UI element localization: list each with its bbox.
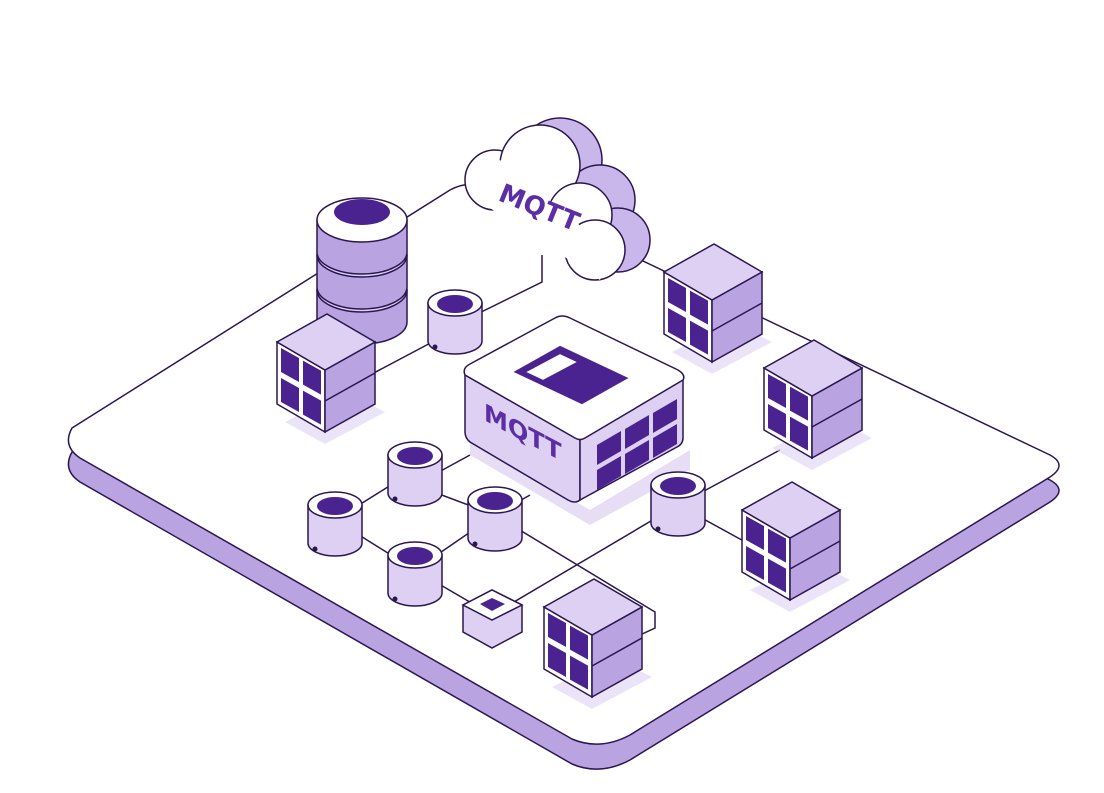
- broker-windows: [597, 399, 677, 490]
- server-stack-icon: [762, 339, 872, 470]
- node-cylinder: [307, 491, 363, 557]
- node-cylinder: [427, 289, 483, 355]
- node-cylinder: [387, 541, 443, 607]
- node-cylinder: [467, 486, 523, 552]
- grid-icon: [510, 344, 632, 406]
- gateway-node: [461, 589, 524, 649]
- server-stack-icon: [275, 313, 385, 444]
- mqtt-broker: MQTT: [463, 315, 690, 525]
- mqtt-cloud: MQTT: [464, 117, 651, 281]
- server-stack-icon: [740, 481, 850, 612]
- node-cylinder: [387, 441, 443, 507]
- server-stack-icon: [662, 243, 772, 374]
- server-stack-icon: [542, 578, 652, 709]
- node-cylinder: [650, 471, 706, 537]
